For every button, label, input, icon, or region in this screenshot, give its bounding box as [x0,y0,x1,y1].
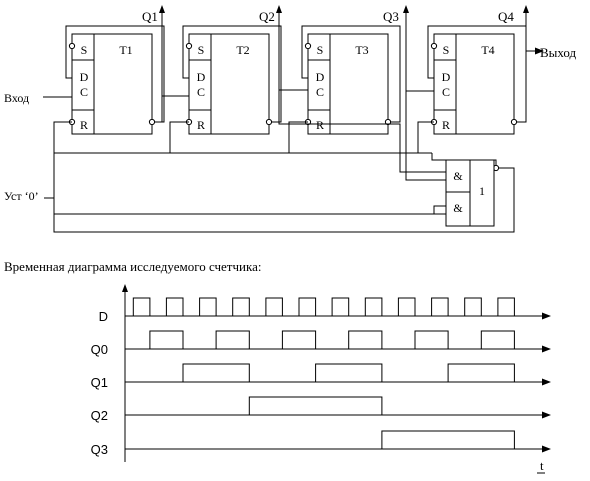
signal-q3: Q3 [91,430,551,457]
waveform [248,396,383,415]
signal-q2: Q2 [91,396,551,423]
input-label: Вход [4,91,29,105]
set-input-bubble [430,42,438,50]
reset-bus-t2 [169,121,189,153]
pin-d-label: D [197,70,206,84]
set-input-bubble [304,42,312,50]
feedback-loop-4 [427,25,527,123]
timing-caption: Временная диаграмма исследуемого счетчик… [4,259,261,274]
flipflop-t1: SDC R T1 [68,33,156,135]
inverted-output-bubble [148,118,156,126]
baseline-arrow [542,378,551,386]
output-arrow [276,5,282,13]
timing-diagram: Временная диаграмма исследуемого счетчик… [4,259,551,474]
flipflop-t3: SDC R T3 [304,33,392,135]
flipflop-name: T4 [481,43,494,57]
q2-to-gate [278,110,446,173]
reset-bus-t4 [417,121,434,153]
pin-r-label: R [197,118,205,132]
waveform [182,363,515,382]
signal-label: Q2 [91,408,108,423]
signal-label: Q1 [91,375,108,390]
reset-bus-t3 [288,121,308,153]
flipflop-t2: SDC R T2 [185,33,273,135]
signal-label: D [99,309,108,324]
flipflop-body [71,33,153,135]
and-or-gate: & & 1 [445,159,495,227]
output-label-vyhod: Выход [540,45,577,60]
gate-feedback [53,153,515,233]
flipflop-body [307,33,389,135]
reset-label: Уст ‘0’ [4,189,39,203]
pin-s-label: S [198,43,205,57]
signal-q1: Q1 [91,363,551,390]
output-q2: Q2 [259,5,282,122]
baseline-arrow [542,411,551,419]
pin-s-label: S [443,43,450,57]
pin-d-label: D [442,70,451,84]
signal-q0: Q0 [91,330,551,357]
and-symbol: & [453,201,463,215]
output-arrow [403,5,409,13]
signal-label: Q3 [91,442,108,457]
baseline-arrow [542,345,551,353]
pin-d-label: D [316,70,325,84]
output-label: Q1 [142,9,158,24]
pin-c-label: C [316,85,324,99]
pin-s-label: S [81,43,88,57]
inverted-output-bubble [265,118,273,126]
baseline-arrow [542,312,551,320]
set-input-bubble [185,42,193,50]
waveform [381,430,515,449]
output-q3: Q3 [383,5,409,122]
flipflop-name: T2 [236,43,249,57]
pin-r-label: R [316,118,324,132]
output-label: Q4 [498,9,514,24]
flipflop-name: T1 [119,43,132,57]
inverted-output-bubble [510,118,518,126]
flipflop-name: T3 [355,43,368,57]
pin-c-label: C [80,85,88,99]
and-symbol: & [453,169,463,183]
time-label: t [540,458,544,473]
flipflop-body [188,33,270,135]
waveform [132,297,515,316]
set-input-bubble [68,42,76,50]
reset-input-wire [44,197,446,215]
flipflop-t4: SDC R T4 [430,33,518,135]
pin-s-label: S [317,43,324,57]
output-label: Q3 [383,9,399,24]
waveform [149,330,515,349]
pin-r-label: R [442,118,450,132]
pin-d-label: D [80,70,89,84]
axis-arrow-up [122,284,128,292]
reset-to-gate [433,205,446,214]
feedback-loop-3 [301,25,401,123]
flipflop-body [433,33,515,135]
pin-c-label: C [197,85,205,99]
reset-bus-t1 [53,121,72,153]
q3-to-gate [405,110,446,181]
or-symbol: 1 [479,184,485,198]
signal-d: D [99,297,551,324]
output-arrow [535,47,544,55]
output-label: Q2 [259,9,275,24]
baseline-arrow [542,445,551,453]
output-q4: Q4 [498,5,529,122]
signal-label: Q0 [91,342,108,357]
pin-c-label: C [442,85,450,99]
pin-r-label: R [80,118,88,132]
output-arrow [523,5,529,13]
output-arrow [159,5,165,13]
output-q1: Q1 [142,5,165,122]
